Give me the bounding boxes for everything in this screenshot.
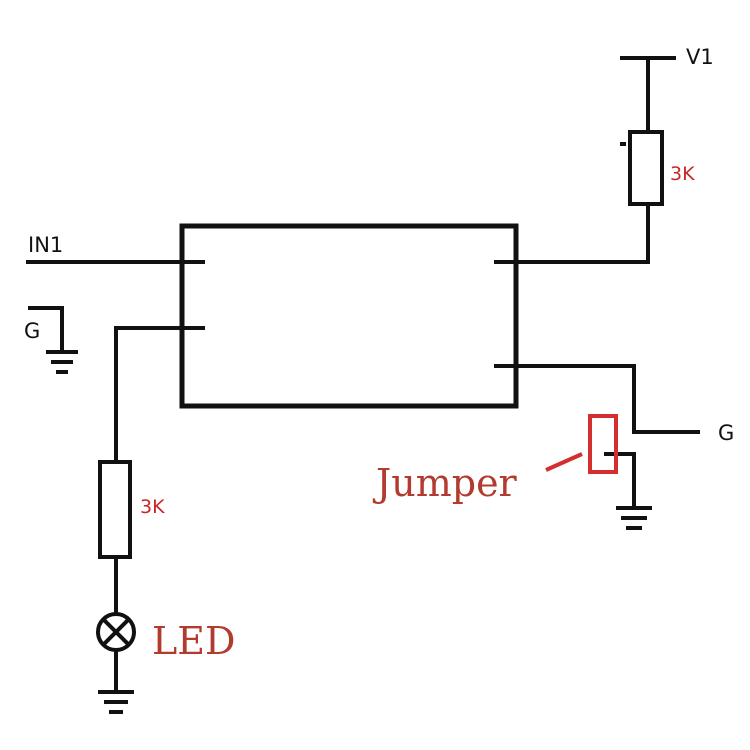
- in1-label: IN1: [28, 233, 63, 257]
- resistor-bottom-label: 3K: [140, 496, 165, 518]
- module-box: [179, 223, 519, 409]
- output-wire: [494, 364, 700, 434]
- led-supply-wire: [114, 326, 205, 464]
- ground-symbol-right: [604, 452, 652, 530]
- led-label: LED: [152, 619, 235, 663]
- v1-supply-symbol: [620, 56, 676, 134]
- resistor-bottom: [98, 460, 132, 559]
- ground-symbol-left: [28, 306, 78, 374]
- g-right-label: G: [718, 421, 734, 445]
- jumper-pointer: [545, 452, 583, 472]
- ground-symbol-led: [98, 648, 134, 714]
- jumper-box: [588, 414, 618, 474]
- resistor-top: [628, 130, 664, 206]
- jumper-label: Jumper: [372, 461, 518, 505]
- led-lamp-icon: [96, 612, 136, 652]
- pullup-wire: [494, 202, 650, 264]
- g-left-label: G: [24, 319, 40, 343]
- resistor-top-label: 3K: [670, 163, 695, 185]
- v1-label: V1: [686, 45, 714, 69]
